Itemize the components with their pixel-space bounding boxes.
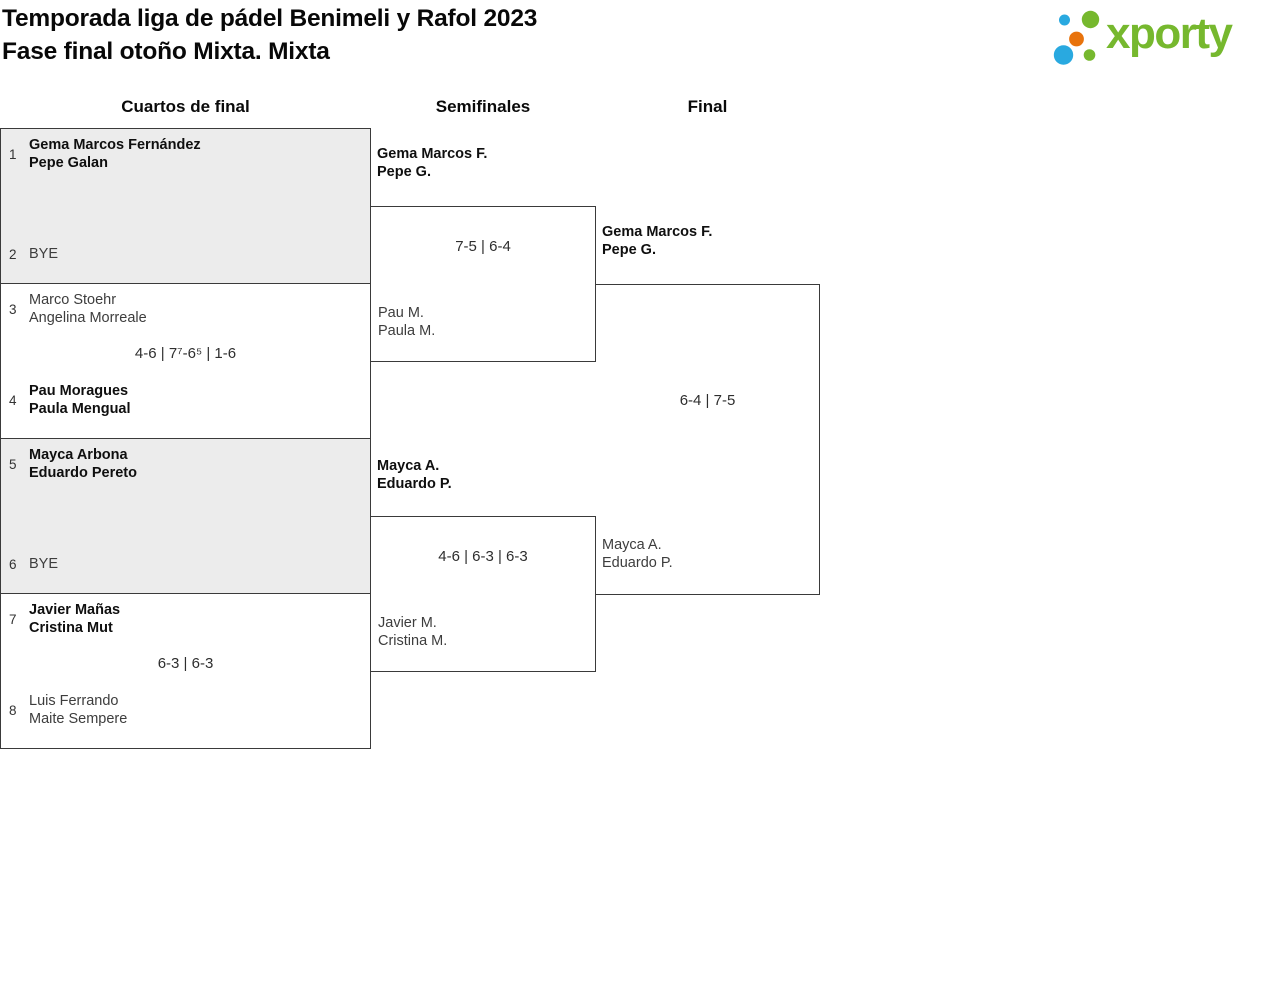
player-name: Cristina M. xyxy=(378,632,448,649)
match-score: 7-5 | 6-4 xyxy=(455,238,511,255)
semifinal-1-winner-label: Gema Marcos F. Pepe G. xyxy=(377,146,487,181)
seed-number: 1 xyxy=(9,147,17,162)
seed-number: 5 xyxy=(9,457,17,472)
player-name: Pau Moragues xyxy=(29,383,129,399)
player-name: Mayca A. xyxy=(602,537,662,553)
player-name: Cristina Mut xyxy=(29,619,113,636)
player-name: Javier Mañas xyxy=(29,602,121,618)
final-runner-up-label: Mayca A. Eduardo P. xyxy=(602,537,673,572)
title-line-2: Fase final otoño Mixta. Mixta xyxy=(2,37,330,65)
logo-dot-orange-icon xyxy=(1069,31,1084,47)
xporty-logo[interactable]: xporty xyxy=(1048,0,1278,70)
logo-text: xporty xyxy=(1106,9,1234,58)
team-names: BYE xyxy=(29,246,58,264)
round-header-final: Final xyxy=(687,97,728,116)
team-row: 4 Pau Moragues Paula Mengual xyxy=(1,383,131,418)
quarterfinal-match-1: 1 Gema Marcos Fernández Pepe Galan 2 BYE xyxy=(0,128,371,284)
team-names: Luis Ferrando Maite Sempere xyxy=(29,693,127,728)
player-name: Pau M. xyxy=(378,305,424,321)
team-row: 1 Gema Marcos Fernández Pepe Galan xyxy=(1,137,201,172)
player-name: Gema Marcos Fernández xyxy=(29,137,201,153)
quarterfinal-match-4: 7 Javier Mañas Cristina Mut 6-3 | 6-3 8 … xyxy=(0,593,371,749)
round-header-quarterfinals: Cuartos de final xyxy=(121,97,250,116)
player-name: Maite Sempere xyxy=(29,710,128,727)
match-score: 6-3 | 6-3 xyxy=(157,655,214,672)
seed-number: 2 xyxy=(9,246,17,262)
logo-dot-green-large-icon xyxy=(1081,10,1100,29)
team-row: 2 BYE xyxy=(1,246,58,264)
team-names: Pau Moragues Paula Mengual xyxy=(29,383,131,418)
team-names: Javier Mañas Cristina Mut xyxy=(29,602,120,637)
round-header-semifinals: Semifinales xyxy=(435,97,531,116)
page-title: Temporada liga de pádel Benimeli y Rafol… xyxy=(2,3,537,68)
player-name: Mayca A. xyxy=(377,458,440,474)
player-name: Gema Marcos F. xyxy=(377,146,488,162)
final-winner-label: Gema Marcos F. Pepe G. xyxy=(602,224,712,259)
seed-number: 6 xyxy=(9,556,17,572)
semifinal-2-winner-label: Mayca A. Eduardo P. xyxy=(377,458,452,493)
logo-dot-green-small-icon xyxy=(1083,49,1096,61)
semifinal-match-1: 7-5 | 6-4 Pau M. Paula M. xyxy=(370,206,596,362)
player-name: Eduardo P. xyxy=(377,475,452,492)
team-names: Gema Marcos Fernández Pepe Galan xyxy=(29,137,201,172)
semifinal-match-2: 4-6 | 6-3 | 6-3 Javier M. Cristina M. xyxy=(370,516,596,672)
player-name: Pepe G. xyxy=(377,163,431,180)
team-names: Mayca Arbona Eduardo Pereto xyxy=(29,447,137,482)
team-row: 6 BYE xyxy=(1,556,58,574)
quarterfinal-match-2: 3 Marco Stoehr Angelina Morreale 4-6 | 7… xyxy=(0,283,371,439)
quarterfinal-match-3: 5 Mayca Arbona Eduardo Pereto 6 BYE xyxy=(0,438,371,594)
match-score: 4-6 | 7⁷-6⁵ | 1-6 xyxy=(134,345,237,362)
player-name: Pepe Galan xyxy=(29,154,108,171)
team-row: 5 Mayca Arbona Eduardo Pereto xyxy=(1,447,137,482)
final-bracket-lines xyxy=(595,284,820,595)
match-score: 4-6 | 6-3 | 6-3 xyxy=(438,548,528,565)
player-name: Marco Stoehr xyxy=(29,292,117,308)
player-name: Eduardo P. xyxy=(602,554,673,571)
player-name: BYE xyxy=(29,555,59,572)
semifinal-2-loser-label: Javier M. Cristina M. xyxy=(378,615,447,650)
player-name: Angelina Morreale xyxy=(29,309,147,326)
final-match-score: 6-4 | 7-5 xyxy=(679,392,736,409)
player-name: Gema Marcos F. xyxy=(602,224,713,240)
team-names: Marco Stoehr Angelina Morreale xyxy=(29,292,147,327)
team-row: 8 Luis Ferrando Maite Sempere xyxy=(1,693,127,728)
logo-dot-blue-small-icon xyxy=(1059,14,1070,26)
title-line-1: Temporada liga de pádel Benimeli y Rafol… xyxy=(2,5,538,32)
player-name: Pepe G. xyxy=(602,241,656,258)
player-name: Eduardo Pereto xyxy=(29,464,137,481)
semifinal-1-loser-label: Pau M. Paula M. xyxy=(378,305,435,340)
player-name: Luis Ferrando xyxy=(29,693,119,709)
player-name: Mayca Arbona xyxy=(29,447,128,463)
team-row: 7 Javier Mañas Cristina Mut xyxy=(1,602,120,637)
player-name: Paula Mengual xyxy=(29,400,131,417)
player-name: BYE xyxy=(29,245,59,262)
player-name: Paula M. xyxy=(378,322,436,339)
logo-dot-blue-large-icon xyxy=(1053,45,1074,65)
team-names: BYE xyxy=(29,556,58,574)
seed-number: 7 xyxy=(9,612,17,627)
seed-number: 3 xyxy=(9,302,17,317)
seed-number: 4 xyxy=(9,393,17,408)
team-row: 3 Marco Stoehr Angelina Morreale xyxy=(1,292,147,327)
seed-number: 8 xyxy=(9,703,17,718)
player-name: Javier M. xyxy=(378,615,437,631)
